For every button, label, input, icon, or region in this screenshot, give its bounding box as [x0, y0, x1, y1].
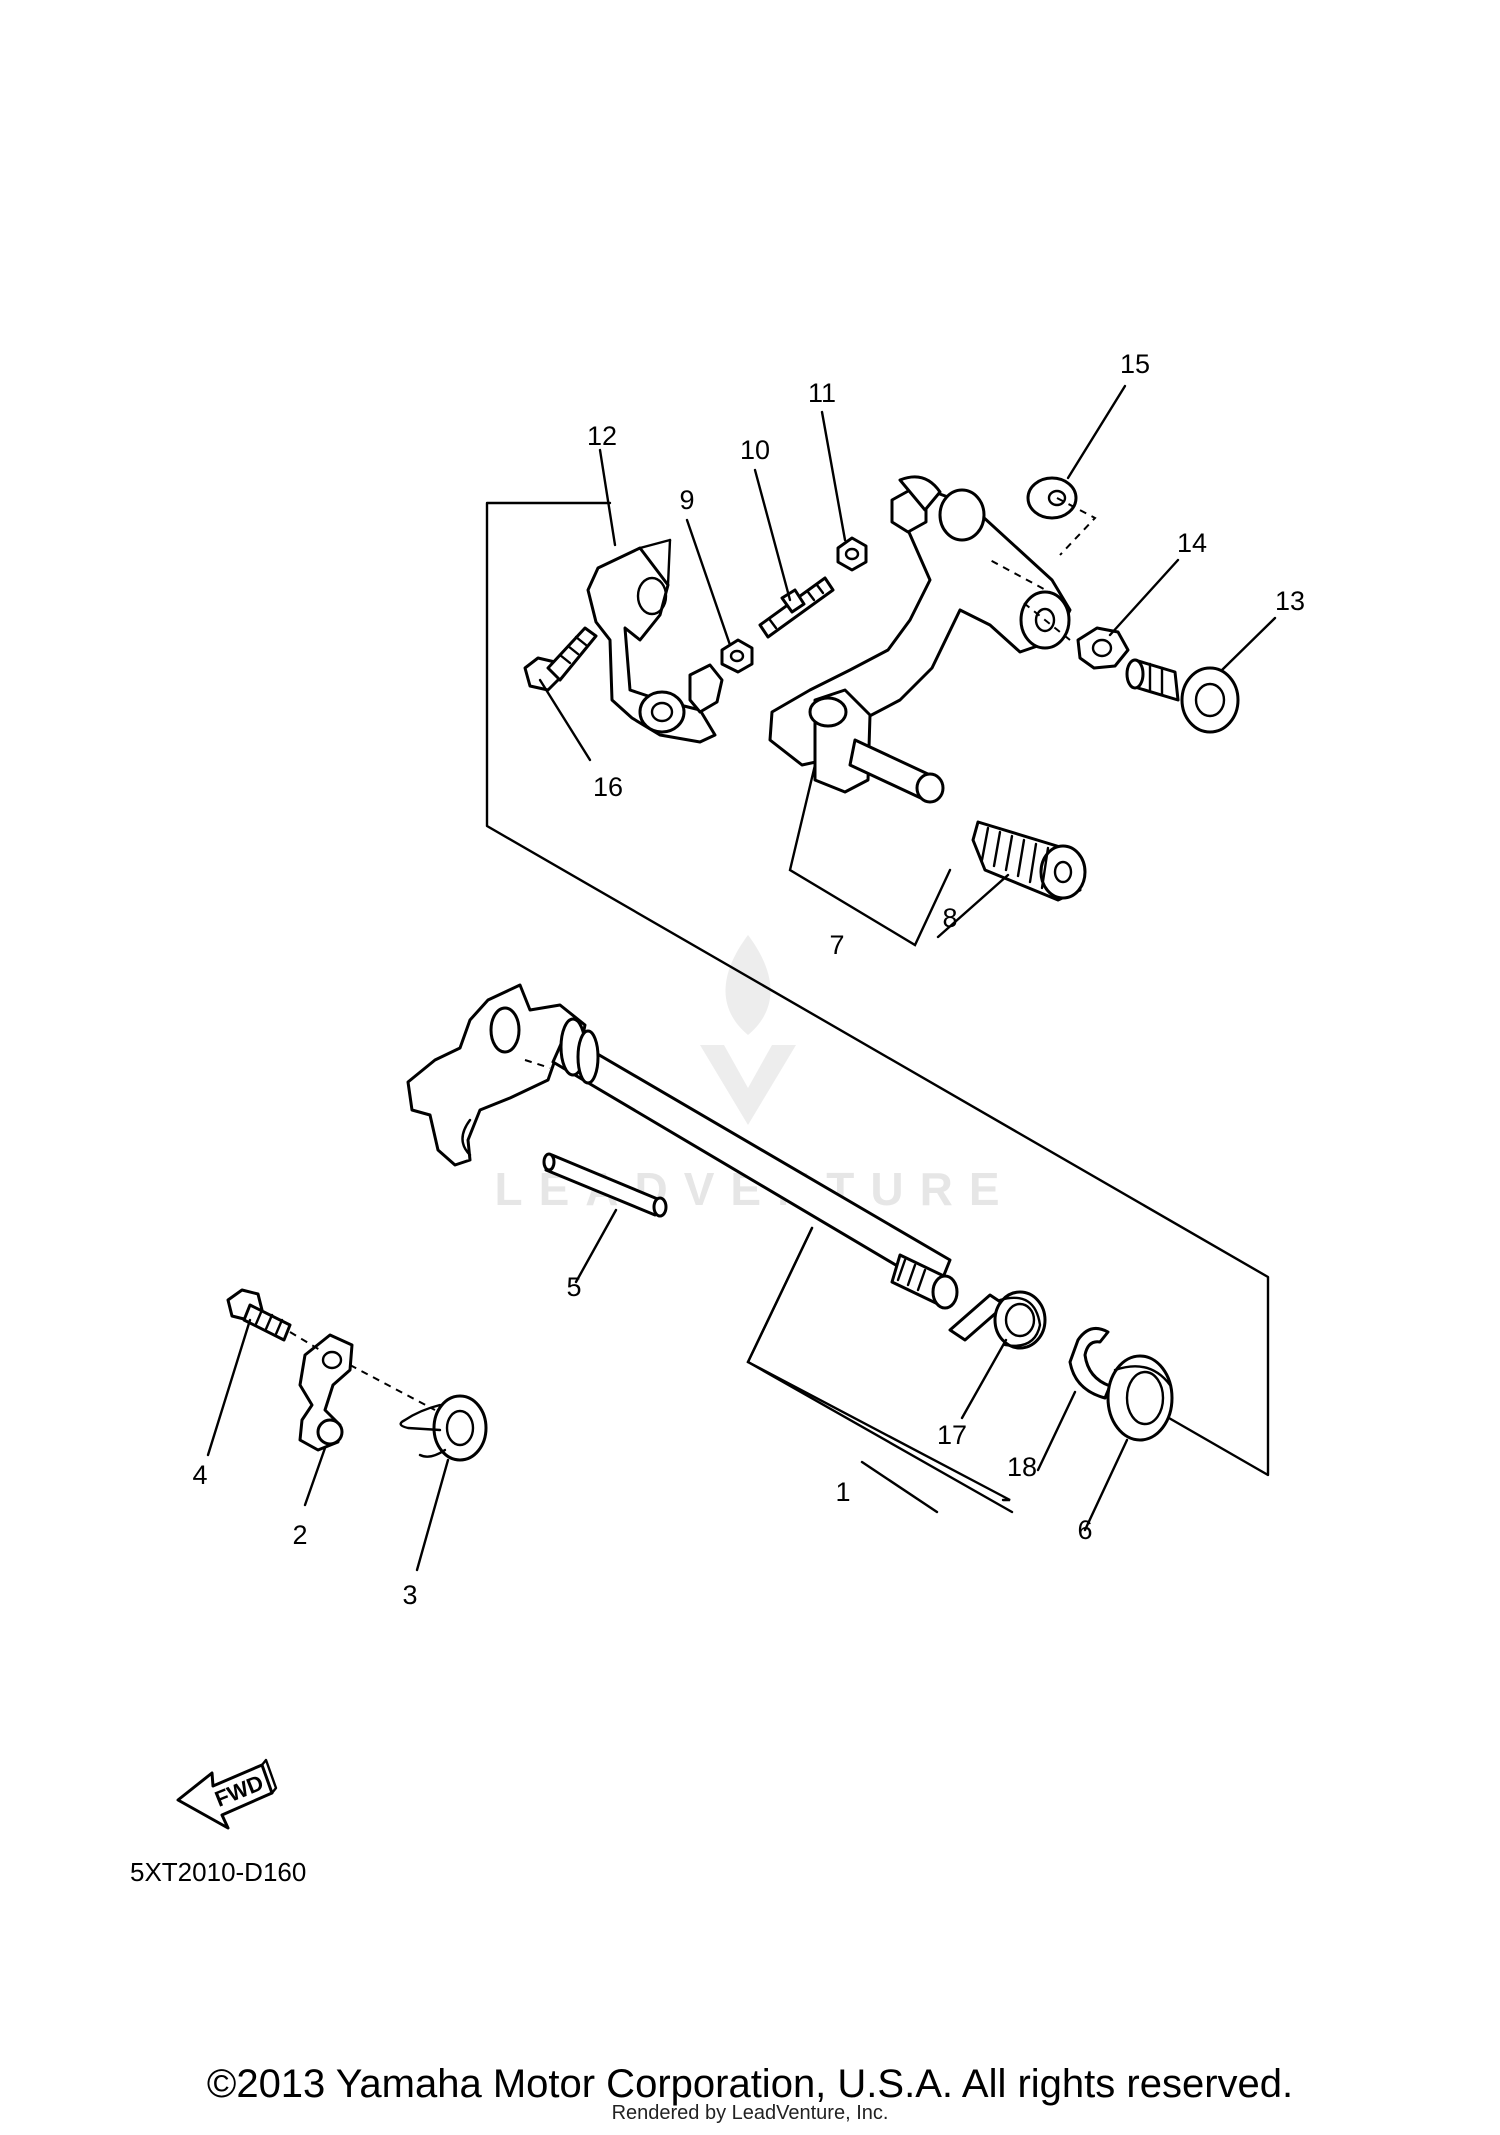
pin-5: [542, 1152, 668, 1218]
bolt-16: [523, 626, 598, 692]
callout-3: 3: [402, 1580, 417, 1610]
shift-shaft-1: [406, 983, 959, 1310]
diagram-code: 5XT2010-D160: [130, 1857, 307, 1887]
callout-2: 2: [292, 1520, 307, 1550]
callout-1: 1: [835, 1477, 850, 1507]
callout-5: 5: [566, 1272, 581, 1302]
callout-14: 14: [1177, 528, 1207, 558]
washer-14: [1076, 626, 1130, 670]
rendered-by-credit: Rendered by LeadVenture, Inc.: [611, 2102, 889, 2124]
callout-18: 18: [1007, 1452, 1037, 1482]
copyright-notice: ©2013 Yamaha Motor Corporation, U.S.A. A…: [206, 2062, 1294, 2106]
leader-lines: [206, 384, 1277, 1572]
callout-labels: 1 2 3 4 5 6 7 8 9 10 11 12 13 14 15 16 1…: [192, 349, 1305, 1610]
circlip-18: [1068, 1326, 1112, 1400]
callout-7: 7: [829, 930, 844, 960]
callout-11: 11: [808, 378, 836, 408]
callout-12: 12: [587, 421, 617, 451]
callout-4: 4: [192, 1460, 207, 1490]
callout-17: 17: [937, 1420, 967, 1450]
washer-15: [1026, 476, 1097, 556]
callout-15: 15: [1120, 349, 1150, 379]
callout-8: 8: [942, 903, 957, 933]
shift-pedal-7: [768, 475, 1072, 804]
callout-10: 10: [740, 435, 770, 465]
assembly-frame: [485, 501, 1270, 1477]
callout-9: 9: [679, 485, 694, 515]
bolt-4: [226, 1288, 292, 1342]
alignment-lines: [289, 1059, 551, 1411]
rod-10: [758, 576, 835, 639]
footpeg-rubber-8: [971, 820, 1087, 902]
spring-3: [399, 1394, 488, 1462]
pivot-bolt-13: [1125, 658, 1240, 734]
nut-9: [720, 638, 754, 674]
forward-arrow-icon: FWD: [176, 1758, 278, 1830]
oil-seal-6: [1106, 1354, 1174, 1442]
callout-6: 6: [1077, 1515, 1092, 1545]
stopper-lever-2: [298, 1333, 354, 1452]
spring-17: [948, 1290, 1047, 1350]
callout-16: 16: [593, 772, 623, 802]
callout-13: 13: [1275, 586, 1305, 616]
nut-11: [836, 536, 868, 572]
shift-arm-12: [586, 538, 724, 744]
